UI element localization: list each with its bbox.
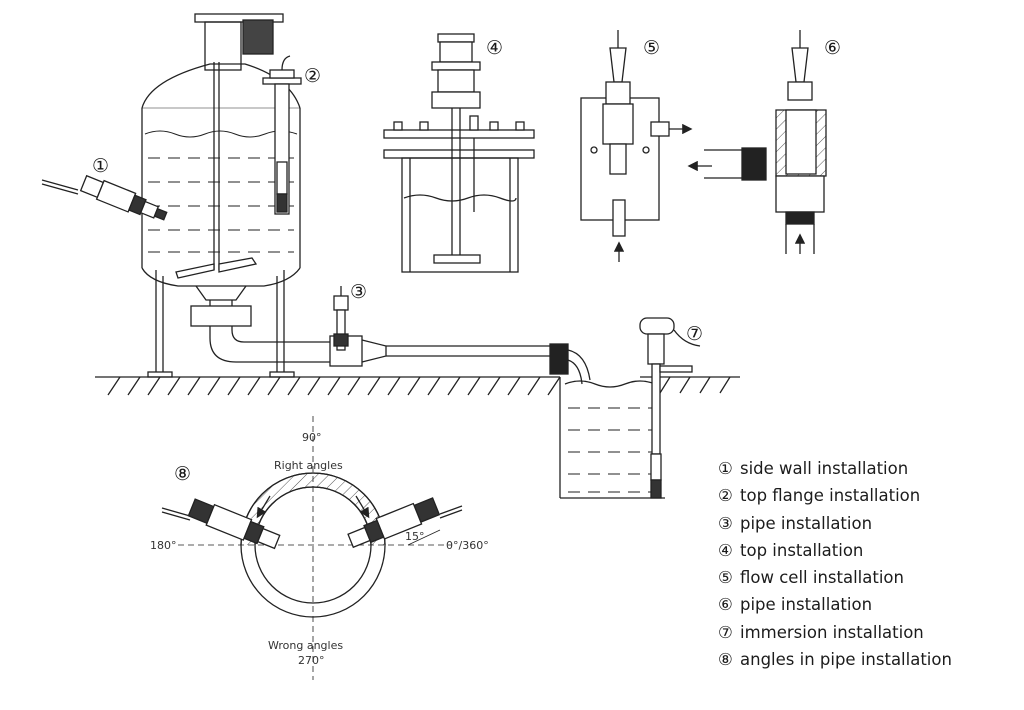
angle-270-label: 270° — [298, 654, 325, 667]
side-wall-sensor — [41, 174, 168, 221]
legend-marker: ⑧ — [718, 650, 733, 670]
legend-marker: ④ — [718, 540, 733, 560]
top-installation-vessel — [383, 33, 535, 273]
legend-marker: ③ — [718, 513, 733, 533]
ground — [95, 376, 740, 499]
outlet-pipe — [190, 300, 591, 385]
marker-4: ④ — [486, 37, 503, 59]
wrong-angles-label: Wrong angles — [268, 639, 343, 652]
marker-5: ⑤ — [643, 37, 660, 59]
pipe-sensor — [333, 286, 349, 351]
legend-item: ⑦ immersion installation — [718, 619, 1018, 646]
marker-3: ③ — [350, 281, 367, 303]
marker-1: ① — [92, 155, 109, 177]
legend-item: ② top flange installation — [718, 482, 1018, 509]
legend-marker: ⑤ — [718, 568, 733, 588]
top-flange-sensor — [262, 55, 302, 215]
legend-marker: ① — [718, 459, 733, 478]
marker-2: ② — [304, 65, 321, 87]
legend-text: pipe installation — [740, 595, 873, 615]
legend-text: pipe installation — [740, 513, 873, 533]
flow-cell — [580, 30, 693, 262]
legend-item: ③ pipe installation — [718, 510, 1018, 537]
immersion-sensor — [639, 317, 701, 499]
legend-text: side wall installation — [740, 459, 909, 478]
marker-7: ⑦ — [686, 323, 703, 345]
legend-item: ⑤ flow cell installation — [718, 564, 1018, 591]
angle-180-label: 180° — [150, 539, 177, 552]
legend-text: angles in pipe installation — [740, 650, 952, 670]
marker-6: ⑥ — [824, 37, 841, 59]
legend-marker: ⑦ — [718, 622, 733, 642]
legend-marker: ② — [718, 486, 733, 506]
marker-8: ⑧ — [174, 463, 191, 485]
angle-90-label: 90° — [302, 431, 322, 444]
legend-text: top flange installation — [740, 486, 921, 506]
angle-15-label: 15° — [405, 530, 425, 543]
legend-text: immersion installation — [740, 622, 924, 642]
legend-text: flow cell installation — [740, 568, 904, 588]
legend-item: ⑧ angles in pipe installation — [718, 646, 1018, 673]
legend-item: ④ top installation — [718, 537, 1018, 564]
angle-0-360-label: 0°/360° — [446, 539, 489, 552]
right-angles-label: Right angles — [274, 459, 343, 472]
legend-item: ⑥ pipe installation — [718, 591, 1018, 618]
pipe-fitting — [687, 30, 827, 254]
legend: ① side wall installation ② top flange inst… — [718, 455, 1018, 673]
legend-item: ① side wall installation — [718, 455, 1018, 482]
legend-text: top installation — [740, 540, 864, 560]
legend-marker: ⑥ — [718, 595, 733, 615]
angle-diagram — [161, 416, 463, 680]
mixing-tank — [141, 13, 301, 378]
